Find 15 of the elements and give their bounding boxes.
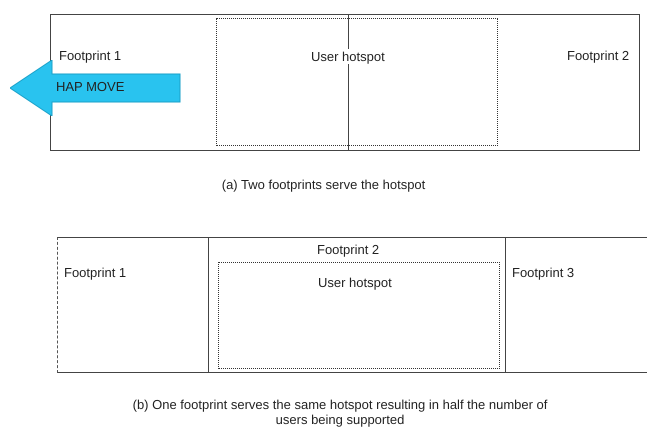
node-label: Footprint 2: [567, 48, 630, 63]
node-label: User hotspot: [318, 275, 392, 290]
node-label: Footprint 2: [317, 242, 380, 257]
node-label: User hotspot: [309, 49, 387, 64]
node-label: Footprint 3: [512, 265, 574, 280]
hotspot-area: [216, 18, 498, 146]
node-label: Footprint 1: [64, 265, 126, 280]
figure-caption: (b) One footprint serves the same hotspot resulting in half the number of users being supported: [132, 397, 548, 427]
footprint-area: [506, 237, 647, 373]
node-label: HAP MOVE: [56, 79, 124, 94]
node-label: Footprint 1: [59, 48, 122, 63]
hotspot-area: [218, 262, 500, 369]
figure-caption: (a) Two footprints serve the hotspot: [220, 177, 426, 192]
footprint-area: [57, 237, 209, 373]
footprint-area: [208, 237, 506, 373]
